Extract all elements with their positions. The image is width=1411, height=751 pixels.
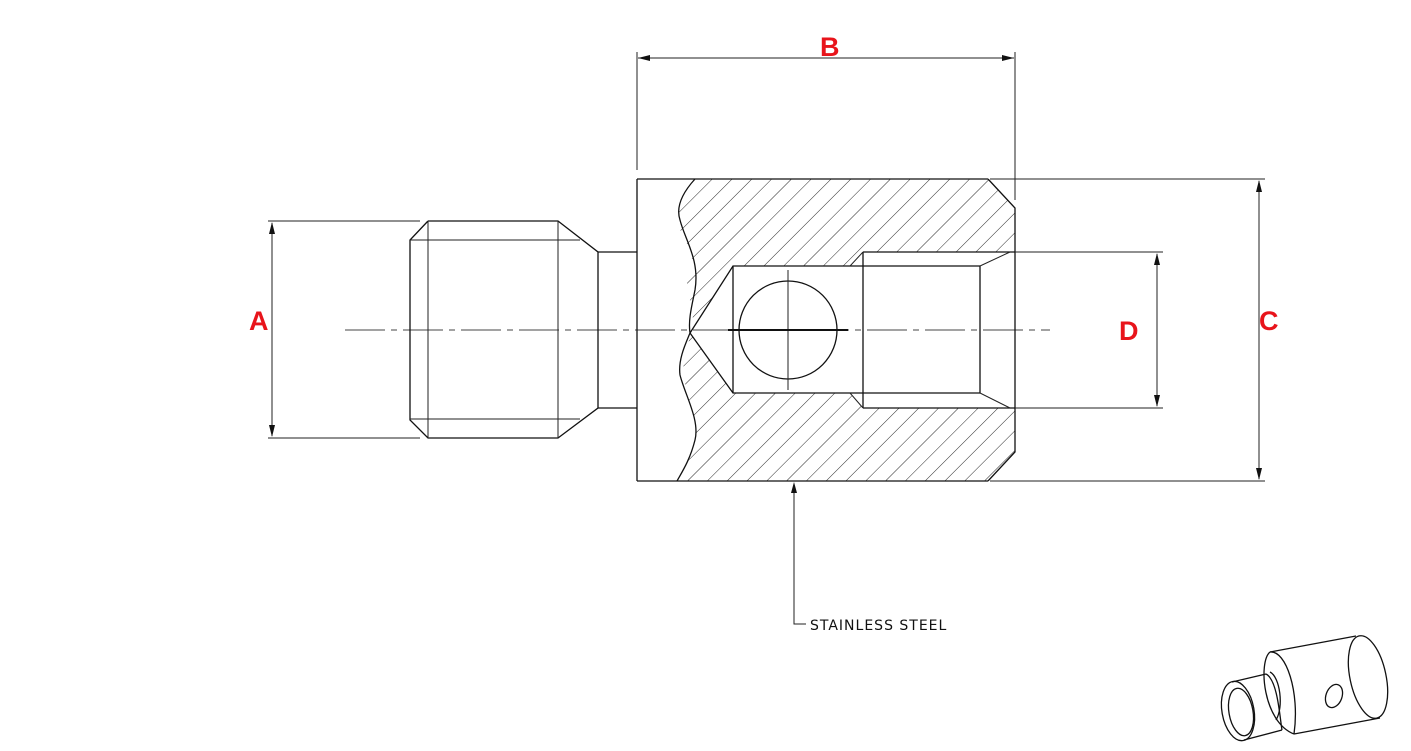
material-callout: STAINLESS STEEL bbox=[791, 482, 947, 634]
body-outline bbox=[636, 178, 1016, 482]
section-hatching bbox=[677, 179, 1015, 481]
dimension-label-c: C bbox=[1259, 306, 1279, 336]
dimension-a: A bbox=[249, 220, 420, 439]
threaded-stud bbox=[409, 220, 637, 439]
dimension-label-d: D bbox=[1119, 316, 1139, 346]
dimension-d: D bbox=[1015, 251, 1163, 409]
dimension-label-a: A bbox=[249, 306, 269, 336]
material-note: STAINLESS STEEL bbox=[810, 618, 947, 634]
dimension-b: B bbox=[636, 32, 1016, 200]
dimension-c: C bbox=[990, 178, 1279, 482]
dimension-label-b: B bbox=[820, 32, 840, 62]
isometric-view bbox=[1220, 635, 1389, 742]
